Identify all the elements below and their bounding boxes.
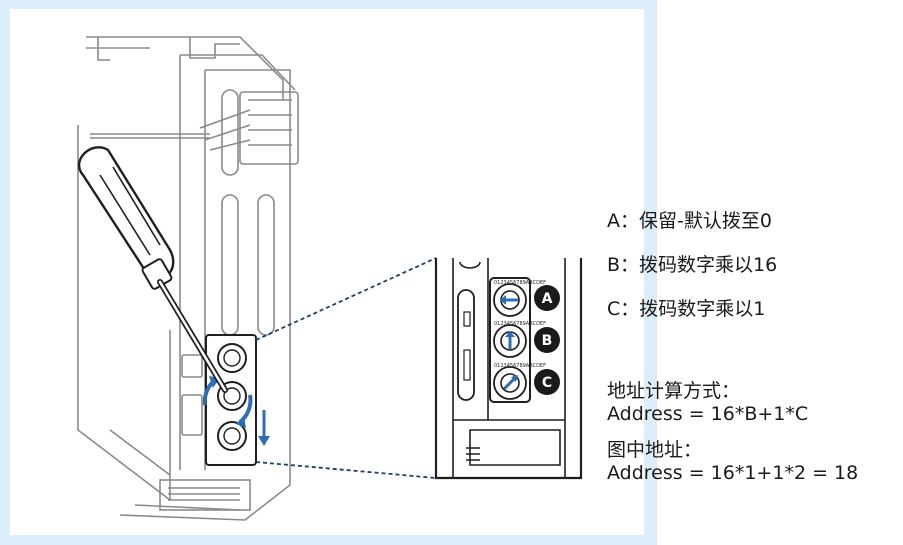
- rotation-arrowhead-right: [236, 416, 246, 428]
- calc-formula: Address = 16*B+1*C: [607, 403, 809, 425]
- legend-item-b: B：拨码数字乘以16: [607, 254, 778, 276]
- inset-dial-b: [493, 324, 527, 358]
- badge-a: A: [534, 285, 560, 311]
- down-arrow-icon: [258, 410, 270, 446]
- inset-dial-a: [493, 283, 527, 317]
- legend: A：保留-默认拨至0 B：拨码数字乘以16 C：拨码数字乘以1: [607, 212, 777, 344]
- dial-c-markings: 0123456789ABCDEF: [494, 363, 546, 369]
- badge-c-letter: C: [542, 375, 552, 391]
- dial-b-markings: 0123456789ABCDEF: [494, 321, 546, 327]
- badge-c: C: [534, 369, 560, 395]
- badge-a-letter: A: [542, 291, 553, 307]
- device-dial-a: [217, 343, 247, 373]
- device-dial-c: [217, 421, 247, 451]
- device-illustration: 0123456789ABCDEF 0123456789ABCDEF 012345…: [77, 36, 583, 521]
- address-calculation: 地址计算方式： Address = 16*B+1*C 图中地址： Address…: [607, 380, 858, 485]
- legend-item-c: C：拨码数字乘以1: [607, 298, 766, 320]
- device-housing: [77, 36, 299, 521]
- calc-heading: 地址计算方式：: [607, 380, 741, 402]
- example-heading: 图中地址：: [607, 439, 703, 461]
- dial-a-markings: 0123456789ABCDEF: [494, 280, 546, 286]
- badge-b-letter: B: [542, 333, 553, 349]
- example-formula: Address = 16*1+1*2 = 18: [607, 462, 859, 484]
- zoom-guide-lines: [255, 257, 437, 479]
- legend-item-a: A：保留-默认拨至0: [607, 210, 772, 232]
- inset-dial-c: [493, 366, 527, 400]
- screwdriver-icon: [77, 146, 228, 393]
- badge-b: B: [534, 327, 560, 353]
